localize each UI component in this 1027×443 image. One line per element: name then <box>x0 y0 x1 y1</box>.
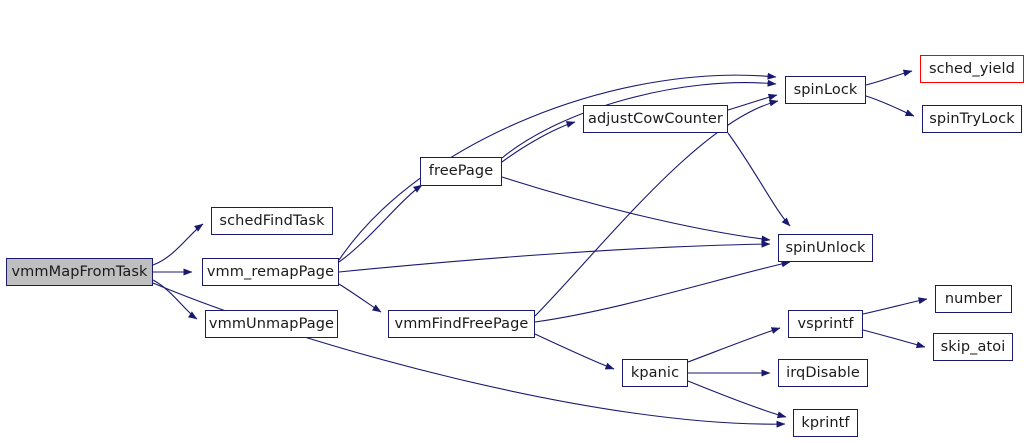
node-vmm_remapPage[interactable]: vmm_remapPage <box>202 258 339 286</box>
node-label-adjustCowCounter: adjustCowCounter <box>588 110 723 127</box>
call-edge-vmmFindFreePage-to-spinUnlock <box>534 260 791 323</box>
node-label-spinUnlock: spinUnlock <box>785 239 866 256</box>
node-skip_atoi[interactable]: skip_atoi <box>933 333 1013 361</box>
node-kpanic[interactable]: kpanic <box>622 359 688 387</box>
call-edge-kpanic-to-kprintf <box>687 380 787 419</box>
node-label-spinTryLock: spinTryLock <box>929 110 1015 127</box>
node-vmmFindFreePage[interactable]: vmmFindFreePage <box>388 310 535 338</box>
call-edge-vmm_remapPage-to-spinUnlock <box>338 240 771 273</box>
node-label-freePage: freePage <box>428 163 494 180</box>
call-edge-spinLock-to-spinTryLock <box>865 95 915 117</box>
call-edge-vmm_remapPage-to-spinLock <box>338 72 777 261</box>
node-sched_yield[interactable]: sched_yield <box>920 55 1024 83</box>
node-adjustCowCounter[interactable]: adjustCowCounter <box>583 105 728 133</box>
node-label-vmmUnmapPage: vmmUnmapPage <box>208 315 335 332</box>
call-edge-vmmFindFreePage-to-spinLock <box>534 99 779 317</box>
call-edge-vmmMapFromTask-to-kprintf <box>152 282 786 428</box>
node-irqDisable[interactable]: irqDisable <box>778 359 868 387</box>
call-edge-freePage-to-adjustCowCounter <box>501 121 576 163</box>
call-edge-vmm_remapPage-to-freePage <box>338 184 423 263</box>
node-vmmMapFromTask[interactable]: vmmMapFromTask <box>6 258 153 286</box>
call-edge-adjustCowCounter-to-spinUnlock <box>727 132 791 227</box>
node-spinTryLock[interactable]: spinTryLock <box>922 105 1022 133</box>
call-edge-vsprintf-to-skip_atoi <box>862 329 926 349</box>
call-edge-freePage-to-spinUnlock <box>501 176 771 243</box>
call-edge-vmmMapFromTask-to-schedFindTask <box>152 223 204 266</box>
node-label-skip_atoi: skip_atoi <box>940 338 1006 355</box>
call-edge-vmm_remapPage-to-vmmFindFreePage <box>338 283 382 313</box>
node-label-number: number <box>944 290 1003 307</box>
call-edge-spinLock-to-sched_yield <box>865 69 913 86</box>
node-label-vsprintf: vsprintf <box>797 315 854 332</box>
node-label-schedFindTask: schedFindTask <box>219 212 325 229</box>
node-freePage[interactable]: freePage <box>420 157 502 186</box>
node-schedFindTask[interactable]: schedFindTask <box>211 207 333 235</box>
node-label-vmm_remapPage: vmm_remapPage <box>206 263 335 280</box>
node-vmmUnmapPage[interactable]: vmmUnmapPage <box>205 310 338 338</box>
node-label-vmmMapFromTask: vmmMapFromTask <box>11 263 148 280</box>
node-label-kprintf: kprintf <box>801 414 850 431</box>
call-edge-vsprintf-to-number <box>862 297 928 315</box>
node-spinLock[interactable]: spinLock <box>785 76 866 104</box>
call-edge-vmmMapFromTask-to-vmmUnmapPage <box>152 279 198 320</box>
node-label-spinLock: spinLock <box>793 81 858 98</box>
node-number[interactable]: number <box>935 285 1012 313</box>
call-edge-vmmFindFreePage-to-kpanic <box>534 333 615 370</box>
node-kprintf[interactable]: kprintf <box>793 409 858 437</box>
call-edge-adjustCowCounter-to-spinLock <box>727 93 778 111</box>
call-edge-kpanic-to-vsprintf <box>687 327 781 363</box>
node-label-kpanic: kpanic <box>630 364 680 381</box>
node-label-irqDisable: irqDisable <box>786 364 860 381</box>
node-label-vmmFindFreePage: vmmFindFreePage <box>394 315 529 332</box>
node-spinUnlock[interactable]: spinUnlock <box>778 234 873 262</box>
node-vsprintf[interactable]: vsprintf <box>788 310 863 338</box>
node-label-sched_yield: sched_yield <box>929 60 1015 77</box>
